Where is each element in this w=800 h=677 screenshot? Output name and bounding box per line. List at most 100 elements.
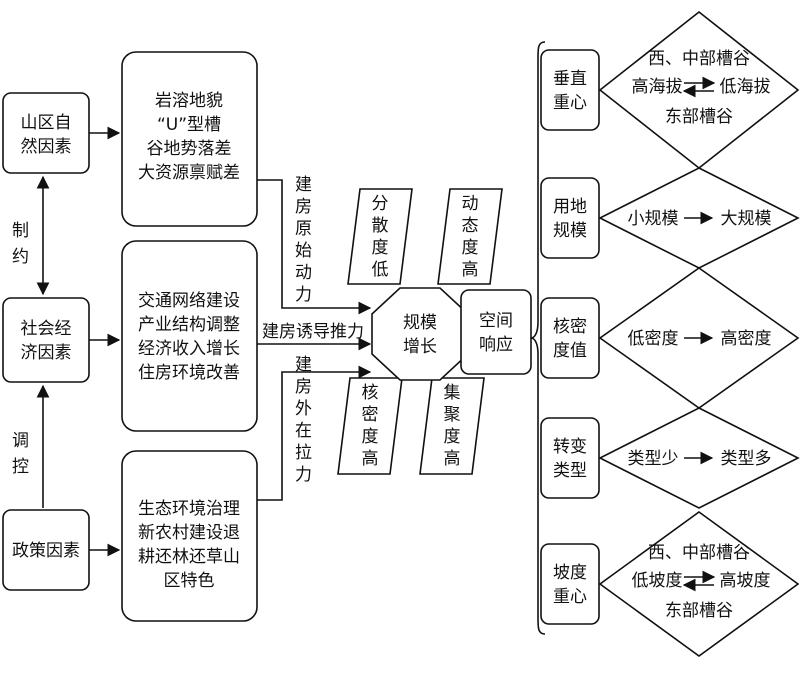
right-label-3-line-2: 度值 [553,341,587,361]
scattered-char-2: 散 [372,216,389,236]
grouping-brace [530,41,546,635]
kernel-density-parallelogram: 核 密 度 高 [337,377,403,475]
right-label-4-line-2: 类型 [553,461,587,481]
regulate-label-2: 控 [12,457,29,477]
right-label-1-line-1: 垂直 [553,69,587,89]
right-label-box-3 [540,297,600,379]
scattered-char-1: 分 [372,194,389,214]
right-item-5-bottom: 东部槽谷 [665,601,733,621]
octagon-line-1: 规模 [403,313,437,333]
natural-detail-line-1: 岩溶地貌 [155,91,223,111]
right-label-4-line-1: 转变 [553,437,587,457]
kernel-char-2: 密 [362,405,379,425]
external-force-char-2: 房 [295,377,312,397]
right-item-5-from: 低坡度 [632,571,683,591]
original-force-char-5: 动 [295,263,312,283]
right-label-2-line-2: 规模 [553,221,587,241]
social-detail-line-3: 经济收入增长 [138,339,240,359]
natural-factor-box: 山区自 然因素 [2,92,90,174]
kernel-char-1: 核 [362,383,379,403]
dynamic-char-2: 态 [462,216,479,236]
right-item-5-top: 西、中部槽谷 [648,543,750,563]
response-line-1: 空间 [479,311,513,331]
scale-growth-octagon: 规模 增长 [371,287,469,381]
original-force-char-6: 力 [295,285,312,305]
cluster-char-4: 高 [444,449,461,469]
right-label-box-4 [540,417,600,499]
regulate-label-1: 调 [12,431,29,451]
right-side-items: 垂直重心西、中部槽谷高海拔低海拔东部槽谷用地规模小规模大规模核密度值低密度高密度… [540,10,800,657]
external-force-char-1: 建 [295,355,312,375]
natural-factor-line-2: 然因素 [21,137,72,157]
original-force-char-1: 建 [295,175,312,195]
external-force-char-5: 拉 [295,443,312,463]
cluster-degree-parallelogram: 集 聚 度 高 [419,377,485,475]
scattered-char-4: 低 [372,260,389,280]
policy-detail-line-3: 耕还林还草山 [138,547,240,567]
right-item-2-to: 大规模 [721,209,772,229]
social-detail-line-4: 住房环境改善 [138,363,240,383]
right-item-1-bottom: 东部槽谷 [665,107,733,127]
right-item-3-to: 高密度 [721,329,772,349]
social-factor-line-2: 济因素 [21,343,72,363]
right-label-1-line-2: 重心 [553,93,587,113]
restrict-label-1: 制 [12,221,29,241]
dynamic-char-3: 度 [462,238,479,258]
restrict-label-2: 约 [12,247,29,267]
dynamic-char-1: 动 [462,194,479,214]
policy-detail-box: 生态环境治理 新农村建设退 耕还林还草山 区特色 [121,450,258,622]
cluster-char-3: 度 [444,427,461,447]
scattered-char-3: 度 [372,238,389,258]
original-force-label: 建 房 原 始 动 力 [295,175,312,305]
induced-force-label: 建房诱导推力 [262,322,364,342]
right-item-3-from: 低密度 [628,329,679,349]
right-label-box-2 [540,177,600,259]
external-force-label: 建 房 外 在 拉 力 [295,355,312,485]
natural-detail-line-3: 谷地势落差 [147,139,232,159]
spatial-response-box: 空间 响应 [460,289,532,375]
cluster-char-2: 聚 [444,405,461,425]
policy-detail-line-1: 生态环境治理 [138,499,240,519]
dynamic-degree-parallelogram: 动 态 度 高 [437,188,503,285]
right-label-5-line-2: 重心 [553,587,587,607]
right-item-1-from: 高海拔 [632,77,683,97]
social-detail-line-1: 交通网络建设 [138,291,240,311]
original-force-char-2: 房 [295,197,312,217]
right-item-1-top: 西、中部槽谷 [648,49,750,69]
social-detail-line-2: 产业结构调整 [138,315,240,335]
diamond-5 [598,511,800,657]
kernel-char-4: 高 [362,449,379,469]
social-factor-box: 社会经 济因素 [2,297,90,383]
scattered-degree-parallelogram: 分 散 度 低 [347,188,413,285]
right-label-3-line-1: 核密 [553,317,587,337]
original-force-char-4: 始 [295,241,312,261]
external-force-arrow [257,365,372,501]
right-item-1-to: 低海拔 [720,77,771,97]
social-detail-box: 交通网络建设 产业结构调整 经济收入增长 住房环境改善 [121,240,258,432]
right-item-4-to: 类型多 [721,449,772,469]
external-force-char-3: 外 [295,399,312,419]
policy-factor-box: 政策因素 [2,509,90,591]
external-force-char-6: 力 [295,465,312,485]
right-item-4-from: 类型少 [628,449,679,469]
right-item-2-from: 小规模 [628,209,679,229]
policy-detail-line-2: 新农村建设退 [138,523,240,543]
cluster-char-1: 集 [444,383,461,403]
policy-factor-label: 政策因素 [12,541,80,561]
kernel-char-3: 度 [362,427,379,447]
natural-detail-line-2: “U”型槽 [157,115,221,135]
response-line-2: 响应 [479,335,513,355]
external-force-char-4: 在 [295,421,312,441]
natural-detail-line-4: 大资源禀赋差 [138,162,240,183]
right-label-2-line-1: 用地 [553,197,587,217]
octagon-line-2: 增长 [403,337,437,357]
natural-detail-box: 岩溶地貌 “U”型槽 谷地势落差 大资源禀赋差 [121,51,258,227]
right-label-box-5 [540,543,600,625]
dynamic-char-4: 高 [462,260,479,280]
policy-detail-line-4: 区特色 [164,571,215,591]
right-label-5-line-1: 坡度 [553,563,587,583]
natural-factor-line-1: 山区自 [21,113,72,133]
original-force-char-3: 原 [295,219,312,239]
right-item-5-to: 高坡度 [720,571,771,591]
